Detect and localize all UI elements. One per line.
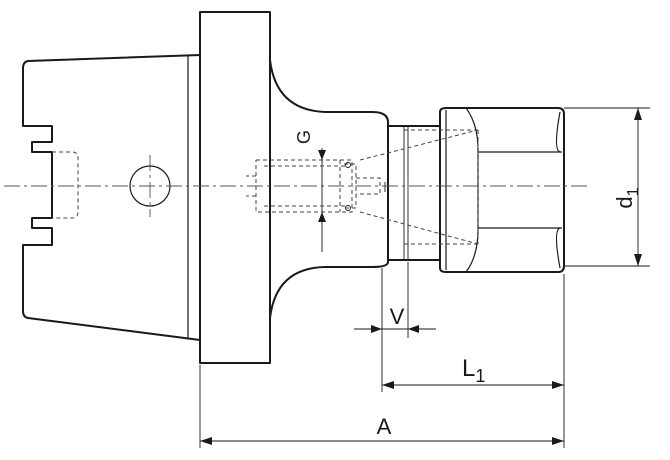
g-arrow-bottom (318, 212, 326, 222)
taper-shank (22, 54, 201, 341)
hex-nut (439, 107, 565, 273)
flange (199, 11, 271, 364)
label-d1-sub: 1 (625, 187, 642, 196)
body-neck (269, 59, 389, 319)
d1-arrow-bottom (634, 254, 642, 266)
drive-slot-hidden (52, 151, 79, 219)
spigot (387, 125, 441, 261)
l1-arrow-left (382, 381, 394, 389)
g-arrow-top (318, 150, 326, 160)
v-arrow-left (371, 325, 382, 333)
a-arrow-right (552, 437, 564, 445)
nut-thread-hidden (404, 129, 478, 245)
label-v: V (390, 304, 405, 329)
internal-thread-hidden (246, 159, 353, 213)
label-d1: d1 (612, 187, 642, 208)
l1-arrow-right (552, 381, 564, 389)
stop-screw-hidden (339, 160, 381, 212)
label-l1-main: L (462, 355, 475, 382)
label-l1: L1 (462, 355, 485, 386)
label-a: A (377, 414, 392, 439)
a-arrow-left (200, 437, 212, 445)
label-l1-sub: 1 (475, 366, 485, 386)
label-d1-main: d (612, 196, 637, 208)
thread-dot-top (345, 162, 351, 168)
label-g: G (294, 130, 314, 144)
thread-dot-bottom (345, 205, 351, 211)
d1-arrow-top (634, 108, 642, 120)
v-arrow-right (408, 325, 419, 333)
